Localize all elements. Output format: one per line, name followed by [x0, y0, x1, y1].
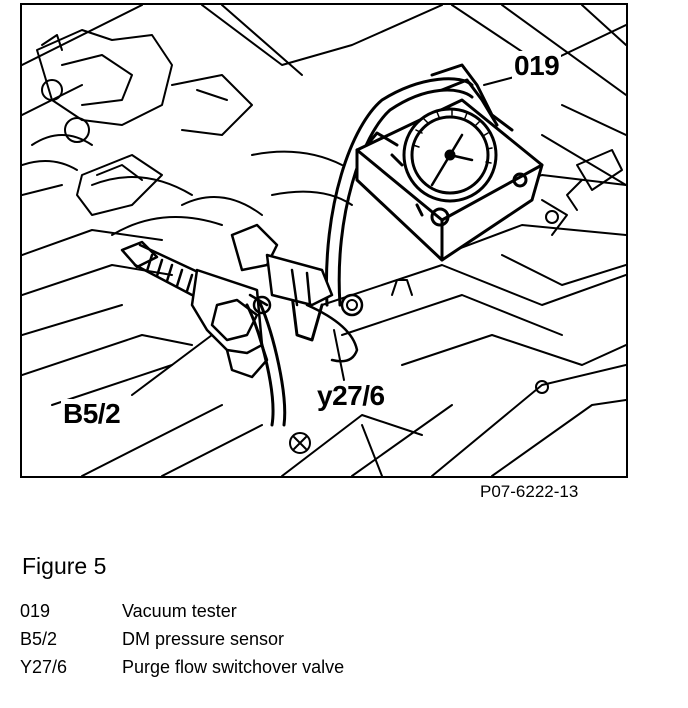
- engine-bay-line-drawing: [22, 5, 626, 476]
- legend-code: 019: [20, 601, 51, 621]
- upper-left-component: [22, 29, 253, 216]
- legend-description: Purge flow switchover valve: [122, 657, 345, 677]
- legend-list: 019 Vacuum tester B5/2 DM pressure senso…: [20, 597, 344, 681]
- legend-row: B5/2 DM pressure sensor: [20, 625, 344, 653]
- drawing-reference-code: P07-6222-13: [480, 482, 579, 501]
- legend-description: DM pressure sensor: [122, 629, 285, 649]
- legend-description: Vacuum tester: [122, 601, 237, 621]
- callout-label-switchover-valve: y27/6: [315, 380, 387, 411]
- bolts: [289, 279, 549, 454]
- legend-row: Y27/6 Purge flow switchover valve: [20, 653, 344, 681]
- callout-label-pressure-sensor: B5/2: [61, 398, 123, 429]
- callout-label-vacuum-tester: 019: [512, 50, 562, 81]
- legend-code: Y27/6: [20, 657, 68, 677]
- legend-row: 019 Vacuum tester: [20, 597, 344, 625]
- vacuum-tester-drawing: [355, 98, 544, 262]
- vacuum-hose: [245, 63, 514, 427]
- right-side-fitting: [541, 149, 623, 236]
- legend-code: B5/2: [20, 629, 58, 649]
- engine-bay-structure: [22, 5, 626, 476]
- figure-illustration: 019 B5/2 y27/6: [20, 3, 628, 478]
- switchover-valve-drawing: [230, 223, 364, 363]
- figure-caption: Figure 5: [22, 553, 107, 579]
